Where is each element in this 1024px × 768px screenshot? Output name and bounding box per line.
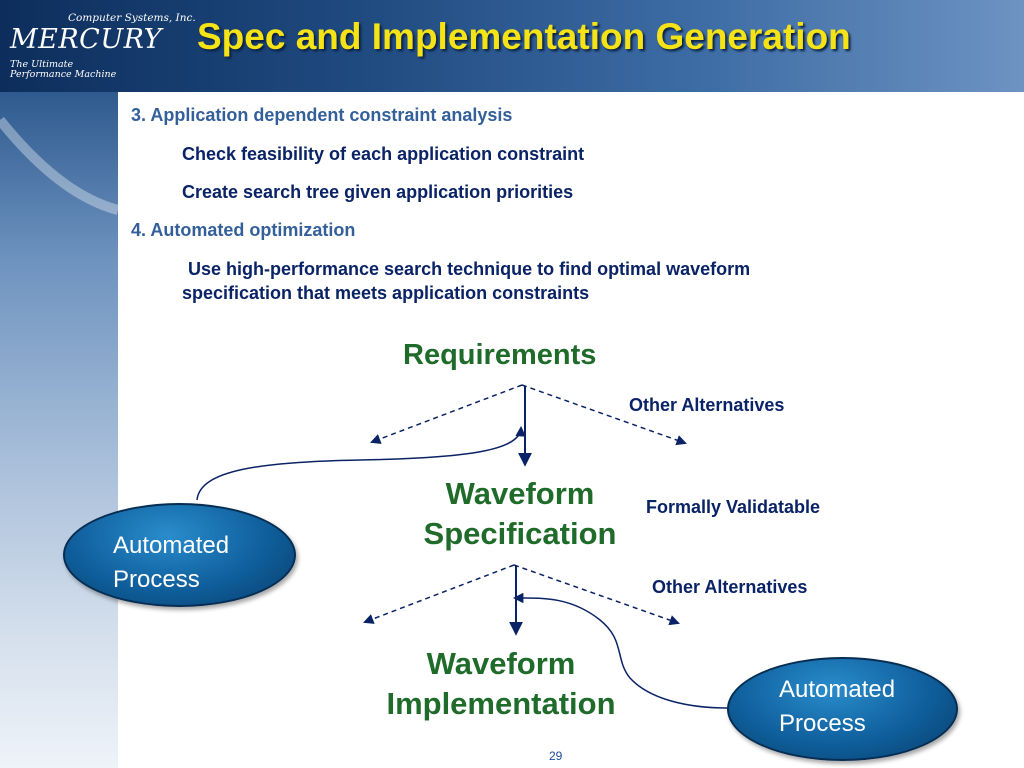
decorative-swoosh bbox=[0, 116, 120, 215]
node-impl-line1: Waveform bbox=[426, 646, 576, 681]
node-spec-line2: Specification bbox=[423, 516, 617, 551]
bullet-item-3: 3. Application dependent constraint anal… bbox=[131, 105, 513, 125]
label-other-alternatives-top: Other Alternatives bbox=[629, 395, 785, 415]
node-waveform-specification: Waveform Specification bbox=[412, 474, 628, 554]
bullet-item-3-sub-1: Check feasibility of each application co… bbox=[182, 144, 585, 164]
bullet-item-4: 4. Automated optimization bbox=[131, 220, 356, 240]
node-requirements: Requirements bbox=[403, 339, 597, 371]
curve-process-right-to-flow bbox=[512, 592, 728, 709]
node-waveform-implementation: Waveform Implementation bbox=[370, 644, 632, 724]
logo-tagline-line1: The Ultimate bbox=[10, 59, 74, 70]
bullet-item-3-sub-2: Create search tree given application pri… bbox=[182, 182, 574, 202]
bullet-item-4-sub-1-line-1: Use high-performance search technique to… bbox=[188, 259, 751, 279]
bullet-item-4-sub-1-line-2: specification that meets application con… bbox=[182, 283, 590, 303]
logo-tagline: The Ultimate Performance Machine bbox=[10, 60, 116, 80]
node-impl-line2: Implementation bbox=[386, 686, 616, 721]
label-other-alternatives-bottom: Other Alternatives bbox=[652, 577, 808, 597]
logo-tagline-line2: Performance Machine bbox=[10, 69, 117, 80]
process-right-line2: Process bbox=[779, 710, 866, 737]
dashed-arrow-top-left bbox=[370, 384, 523, 444]
logo-company-name: Computer Systems, Inc. bbox=[68, 12, 196, 24]
process-left-line2: Process bbox=[113, 566, 200, 593]
automated-process-left: Automated Process bbox=[63, 503, 296, 607]
left-decorative-strip bbox=[0, 92, 118, 768]
logo-brand-name: MERCURY bbox=[10, 24, 162, 55]
page-number: 29 bbox=[549, 749, 563, 763]
header-banner bbox=[0, 0, 1024, 92]
dashed-arrow-bottom-left bbox=[363, 564, 515, 624]
label-formally-validatable: Formally Validatable bbox=[646, 497, 821, 517]
slide-title: Spec and Implementation Generation bbox=[197, 16, 851, 57]
dashed-arrow-top-right bbox=[521, 384, 687, 446]
automated-process-right: Automated Process bbox=[727, 657, 958, 761]
process-right-line1: Automated bbox=[779, 676, 896, 703]
dashed-arrow-bottom-right bbox=[513, 564, 680, 626]
process-left-line1: Automated bbox=[113, 532, 230, 559]
curve-process-left-to-flow bbox=[196, 425, 526, 501]
node-spec-line1: Waveform bbox=[445, 476, 595, 511]
mercury-logo: Computer Systems, Inc. MERCURY The Ultim… bbox=[10, 10, 196, 80]
